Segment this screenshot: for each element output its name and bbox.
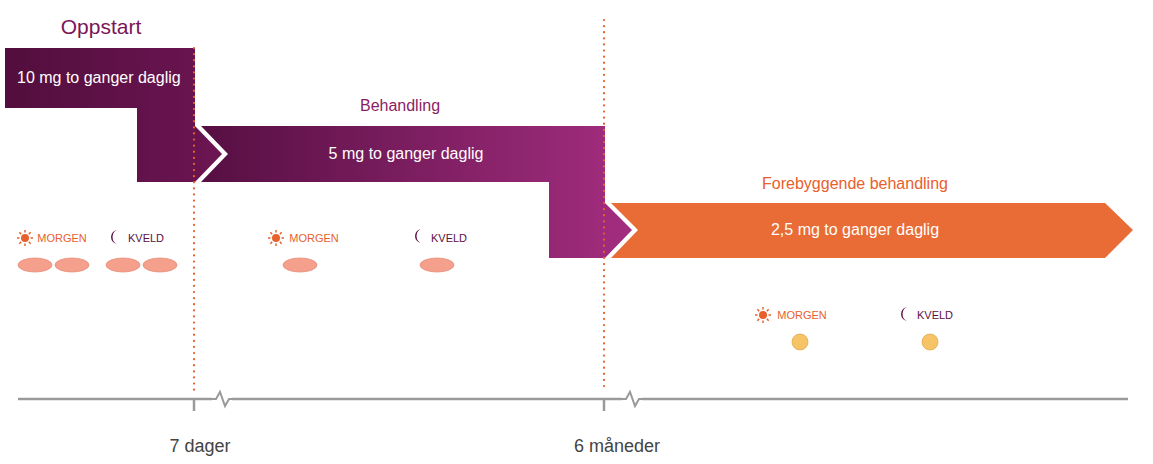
phase-heading: Oppstart [61, 15, 142, 39]
phase-heading: Behandling [360, 97, 440, 115]
time-of-day: KVELD [917, 309, 953, 322]
dose-text: 10 mg to ganger daglig [17, 69, 181, 87]
phase-band [201, 126, 632, 258]
tablet [792, 334, 938, 350]
axis-label: 6 måneder [574, 436, 660, 457]
axis-break [210, 392, 644, 406]
phase-divider [603, 20, 605, 392]
phase-band: Oppstart10 mg to ganger daglig [5, 48, 195, 108]
time-of-day: MORGEN [777, 309, 827, 322]
tablet [18, 258, 454, 272]
phase-band [5, 48, 222, 182]
time-of-day: MORGEN [289, 232, 339, 245]
phase-band: Forebyggende behandling2,5 mg to ganger … [611, 203, 1130, 258]
axis-label: 7 dager [169, 436, 230, 457]
phase-divider [193, 48, 195, 392]
phase-band [611, 203, 1133, 258]
time-of-day: KVELD [431, 232, 467, 245]
phase-heading: Forebyggende behandling [762, 175, 948, 193]
dose-text: 2,5 mg to ganger daglig [771, 221, 939, 239]
time-of-day: KVELD [128, 232, 164, 245]
dose-text: 5 mg to ganger daglig [329, 145, 484, 163]
time-of-day: MORGEN [37, 232, 87, 245]
time-axis [18, 399, 1128, 411]
sun-icon [17, 230, 771, 323]
moon-icon [111, 229, 908, 321]
phase-band: Behandling5 mg to ganger daglig [201, 126, 605, 182]
